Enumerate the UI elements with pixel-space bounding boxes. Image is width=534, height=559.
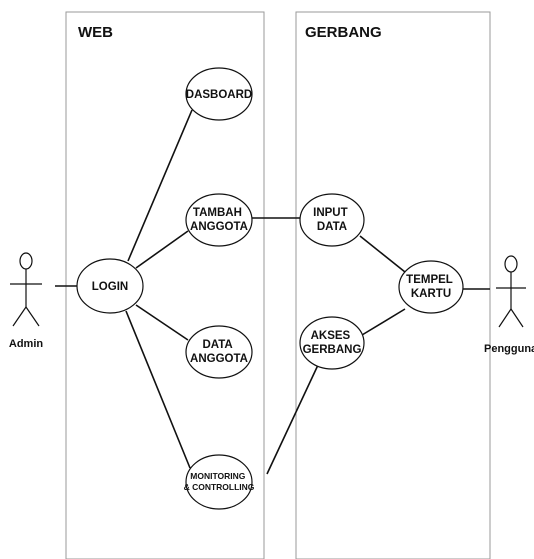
uc-tempel-kartu-line-2: KARTU: [411, 288, 451, 300]
uc-input-data-line-1: INPUT: [313, 207, 348, 219]
uc-login-line-1: LOGIN: [92, 281, 128, 293]
admin-actor-icon: [10, 252, 42, 327]
uc-akses-gerbang-ellipse: [299, 316, 365, 370]
assoc-monitoring-akses-gerbang: [266, 364, 319, 475]
assoc-login-tambah-anggota: [135, 230, 189, 269]
uc-data-anggota-label: DATA ANGGOTA: [190, 339, 248, 365]
gerbang-system-title: GERBANG: [305, 24, 382, 41]
uc-akses-gerbang-line-1: AKSES: [311, 330, 351, 342]
uc-login-ellipse: [76, 258, 144, 314]
assoc-login-dasboard: [127, 109, 193, 262]
uc-monitoring-line-1: MONITORING: [190, 471, 245, 481]
uc-tambah-anggota-line-2: ANGGOTA: [190, 221, 248, 233]
uc-input-data-ellipse: [299, 193, 365, 247]
uc-dasboard-label: DASBOARD: [186, 89, 252, 101]
uc-data-anggota-line-2: ANGGOTA: [190, 353, 248, 365]
uc-dasboard-line-1: DASBOARD: [186, 89, 252, 101]
assoc-input-data-tempel-kartu: [359, 235, 406, 273]
uc-tempel-kartu-label: TEMPEL KARTU: [406, 274, 456, 300]
gerbang-system-boundary: [295, 11, 491, 559]
uc-akses-gerbang-line-2: GERBANG: [303, 344, 362, 356]
pengguna-actor-icon: [496, 255, 526, 328]
admin-actor-label: Admin: [9, 338, 44, 350]
uc-monitoring-line-2: & CONTROLLING: [184, 482, 255, 492]
uc-dasboard-ellipse: [185, 67, 253, 121]
uc-tambah-anggota-label: TAMBAH ANGGOTA: [190, 207, 248, 233]
assoc-akses-gerbang-tempel-kartu: [361, 308, 406, 336]
assoc-login-data-anggota: [135, 304, 189, 341]
uc-tambah-anggota-ellipse: [185, 193, 253, 247]
assoc-login-monitoring: [125, 310, 191, 469]
uc-input-data-line-2: DATA: [317, 221, 347, 233]
uc-monitoring-label: MONITORING & CONTROLLING: [184, 471, 255, 492]
uc-tambah-anggota-line-1: TAMBAH: [193, 207, 242, 219]
uc-akses-gerbang-label: AKSES GERBANG: [303, 330, 362, 356]
uc-tempel-kartu-ellipse: [398, 260, 464, 314]
web-system-title: WEB: [78, 24, 113, 41]
pengguna-actor-label: Pengguna: [484, 343, 534, 355]
uc-monitoring-ellipse: [185, 454, 253, 510]
uc-input-data-label: INPUT DATA: [313, 207, 351, 233]
uc-tempel-kartu-line-1: TEMPEL: [406, 274, 453, 286]
uc-data-anggota-line-1: DATA: [202, 339, 232, 351]
uc-data-anggota-ellipse: [185, 325, 253, 379]
uc-login-label: LOGIN: [92, 281, 128, 293]
